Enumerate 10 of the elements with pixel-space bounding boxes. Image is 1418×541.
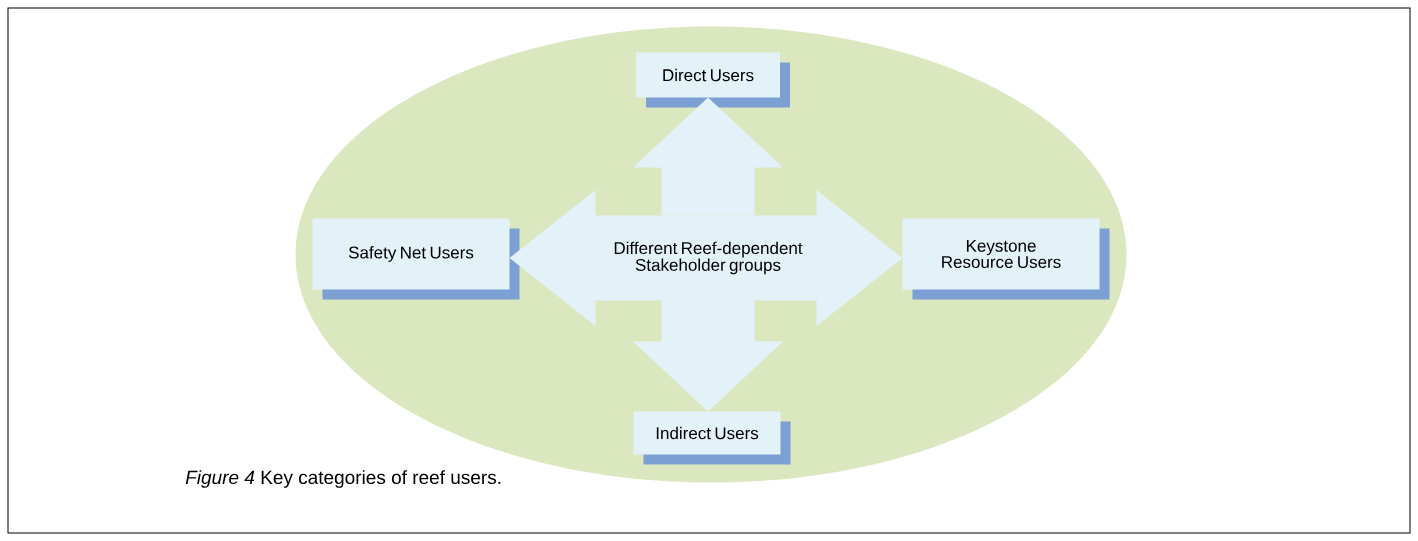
arrow (816, 190, 903, 326)
arrow (633, 97, 783, 216)
arrow (633, 300, 783, 412)
user-box: Keystone Resource Users (902, 218, 1110, 300)
arrow (509, 190, 598, 326)
caption: Figure 4 Key categories of reef users. (185, 470, 501, 488)
user-box: Safety Net Users (312, 218, 520, 300)
user-box: Direct Users (636, 52, 790, 108)
user-box: Indirect Users (633, 411, 791, 465)
hub-label: Different Reef-dependent Stakeholder groups (598, 215, 818, 301)
